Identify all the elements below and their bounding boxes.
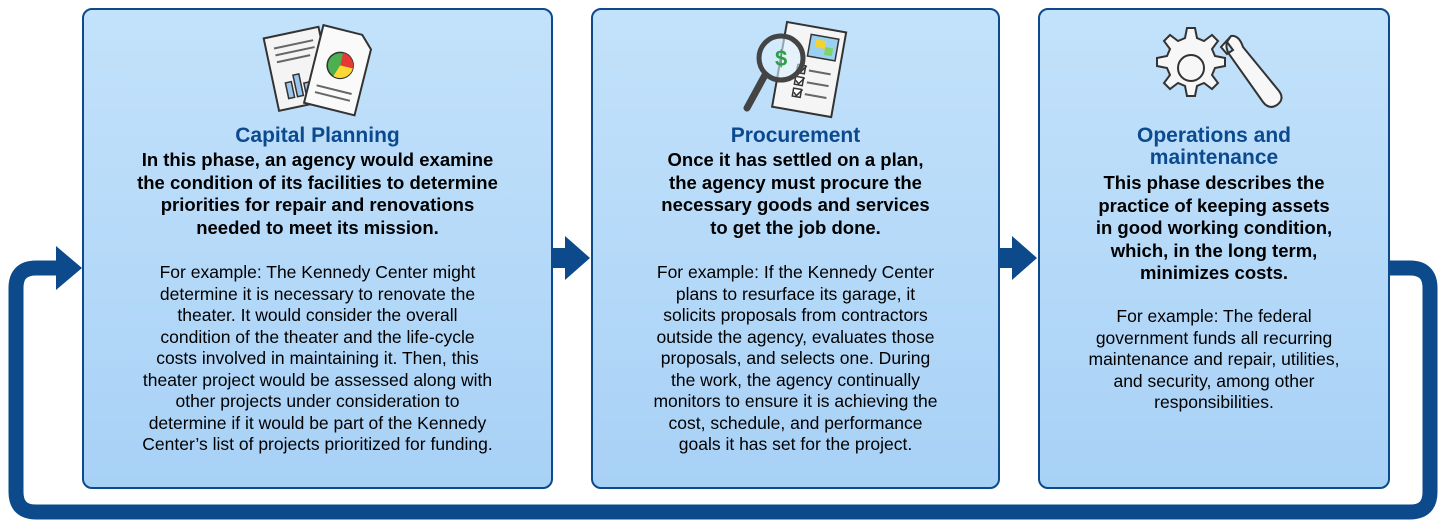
magnifier-checklist-icon: $	[743, 20, 847, 119]
documents-chart-icon	[262, 23, 372, 117]
phase-card-operations-maintenance: Operations and maintenance This phase de…	[1038, 8, 1390, 489]
svg-text:$: $	[775, 46, 787, 71]
phase-summary: In this phase, an agency would examine t…	[137, 149, 498, 238]
phase-example: For example: The federal government fund…	[1088, 306, 1340, 412]
phase-summary: This phase describes the practice of kee…	[1095, 172, 1333, 283]
phase-example: For example: The Kennedy Center might de…	[142, 262, 493, 454]
arrow-capital-to-procurement	[553, 236, 590, 280]
gear-wrench-icon	[1156, 27, 1283, 108]
phase-card-capital-planning: Capital Planning In this phase, an agenc…	[82, 8, 553, 489]
loop-arrowhead	[56, 246, 82, 290]
phase-title: Operations and maintenance	[1136, 124, 1292, 169]
phase-card-procurement: $ Procurement Once it has settled on a p…	[591, 8, 1000, 489]
phase-summary: Once it has settled on a plan, the agenc…	[661, 149, 930, 238]
return-loop-arrow	[8, 260, 1438, 520]
phase-title: Capital Planning	[235, 124, 400, 147]
phase-title: Procurement	[730, 124, 861, 147]
arrow-procurement-to-operations	[1000, 236, 1037, 280]
phase-example: For example: If the Kennedy Center plans…	[653, 262, 938, 454]
